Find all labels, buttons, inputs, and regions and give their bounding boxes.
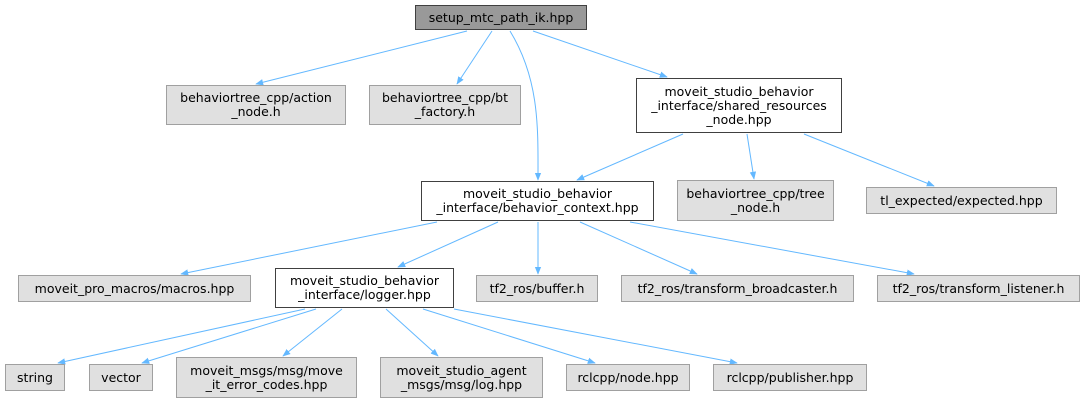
node-agent-msgs-log[interactable]: moveit_studio_agent _msgs/msg/log.hpp [380,357,543,398]
edge-setup-to-shared-resources [532,30,668,78]
edge-shared-resources-to-tl-expected [803,133,935,187]
node-shared-resources-node[interactable]: moveit_studio_behavior _interface/shared… [636,78,842,133]
node-tf2-transform-broadcaster[interactable]: tf2_ros/transform_broadcaster.h [621,275,854,302]
edge-logger-to-move-error-codes [282,308,343,357]
edge-behavior-context-to-tf2-listener [629,221,915,276]
node-moveit-msgs-move-error-codes[interactable]: moveit_msgs/msg/move _it_error_codes.hpp [176,357,357,398]
node-setup-mtc-path-ik[interactable]: setup_mtc_path_ik.hpp [415,5,587,30]
node-bt-factory[interactable]: behaviortree_cpp/bt _factory.h [369,85,521,125]
node-bt-tree-node[interactable]: behaviortree_cpp/tree _node.h [677,180,834,221]
node-string[interactable]: string [5,364,65,391]
edge-behavior-context-to-macros [180,221,438,276]
node-behavior-context[interactable]: moveit_studio_behavior _interface/behavi… [421,181,654,221]
node-rclcpp-publisher[interactable]: rclcpp/publisher.hpp [713,364,867,391]
node-moveit-pro-macros[interactable]: moveit_pro_macros/macros.hpp [18,275,251,302]
node-vector[interactable]: vector [89,364,153,391]
edge-logger-to-agent-log [385,308,439,357]
edge-setup-to-bt-factory [456,30,493,85]
edge-logger-to-string [57,308,306,365]
node-bt-action-node[interactable]: behaviortree_cpp/action _node.h [166,85,346,125]
edge-logger-to-rclcpp-publisher [453,308,738,365]
node-tf2-buffer[interactable]: tf2_ros/buffer.h [476,275,598,302]
node-rclcpp-node[interactable]: rclcpp/node.hpp [566,364,690,391]
edge-setup-to-bt-action [255,30,468,86]
edge-shared-resources-to-bt-tree [746,133,757,180]
edge-behavior-context-to-logger [397,221,499,268]
edge-shared-resources-to-behavior-context [576,133,684,181]
node-tl-expected[interactable]: tl_expected/expected.hpp [866,187,1057,214]
edge-behavior-context-to-tf2-broadcaster [579,221,698,275]
edge-setup-to-behavior-context [509,30,542,181]
edge-logger-to-rclcpp-node [422,308,596,364]
node-logger[interactable]: moveit_studio_behavior _interface/logger… [275,268,454,308]
node-tf2-transform-listener[interactable]: tf2_ros/transform_listener.h [877,275,1080,302]
edge-logger-to-vector [141,308,317,364]
